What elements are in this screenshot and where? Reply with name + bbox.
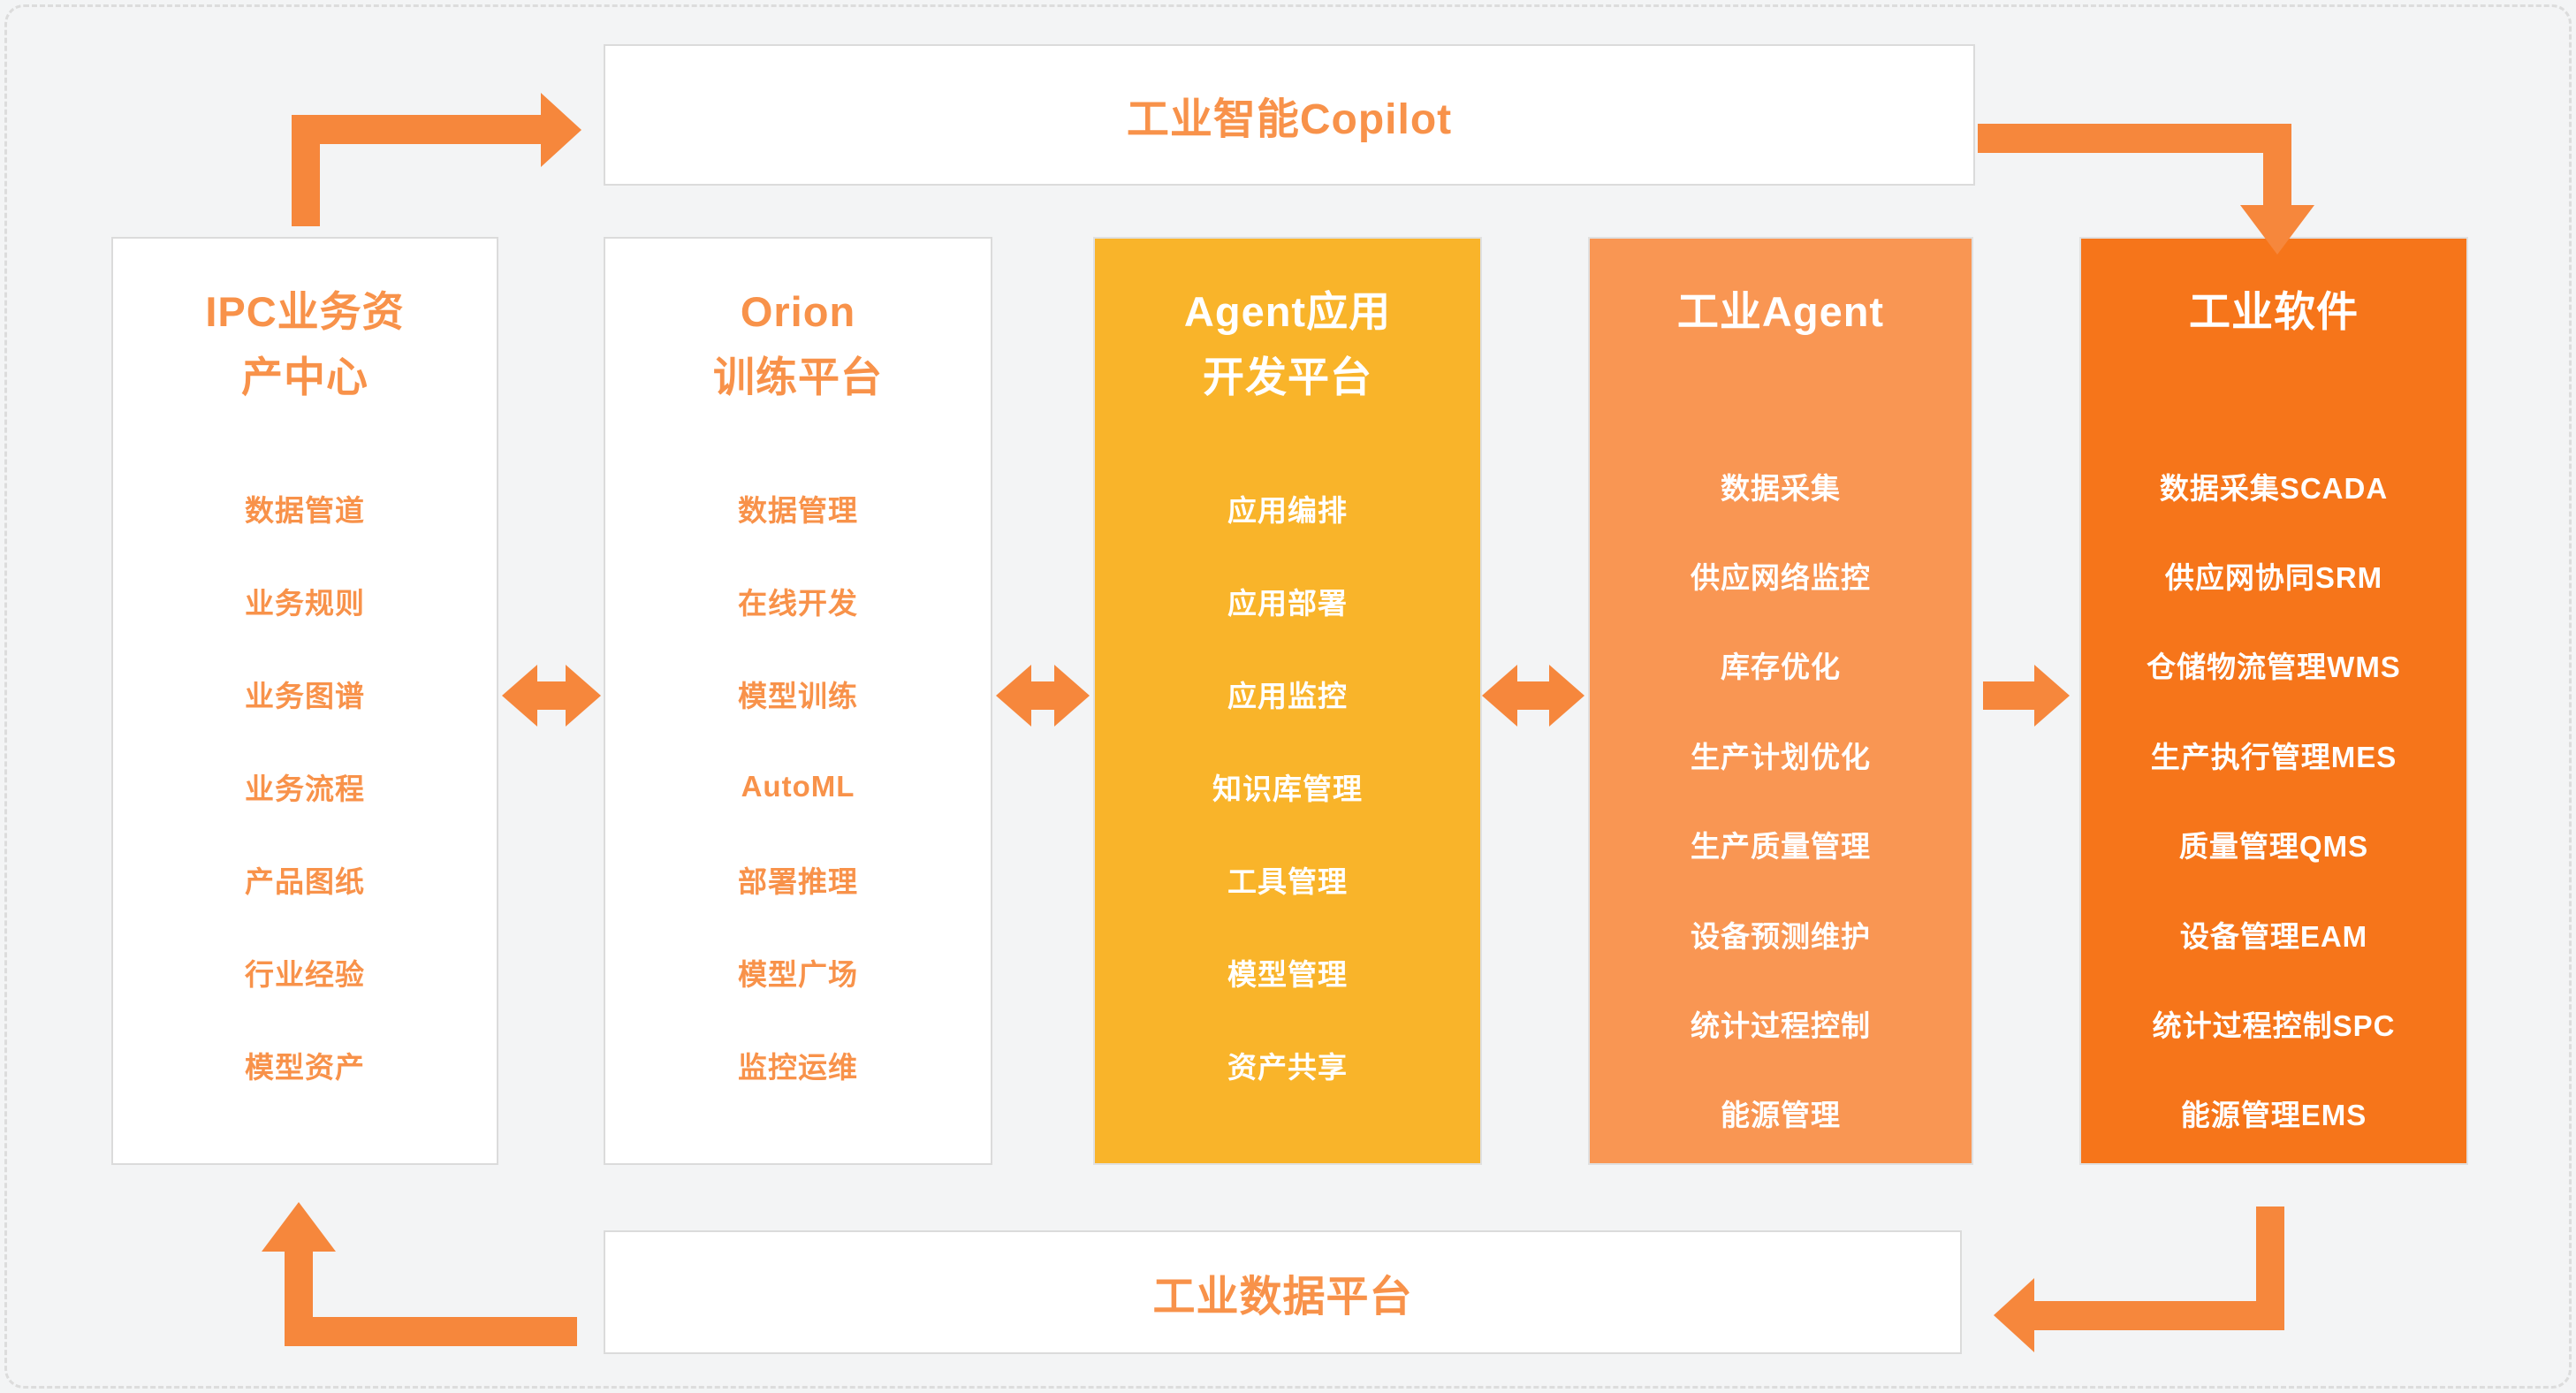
panel-ipc-asset-center: IPC业务资产中心数据管道业务规则业务图谱业务流程产品图纸行业经验模型资产 xyxy=(111,237,498,1165)
panel-items-agent-app-dev-platform: 应用编排应用部署应用监控知识库管理工具管理模型管理资产共享 xyxy=(1095,461,1480,1112)
panel-title-line: Orion xyxy=(740,288,856,335)
panel-item: 部署推理 xyxy=(738,865,858,899)
panel-items-ipc-asset-center: 数据管道业务规则业务图谱业务流程产品图纸行业经验模型资产 xyxy=(113,461,497,1112)
panel-item: 设备管理EAM xyxy=(2179,919,2368,953)
panel-item: 数据管理 xyxy=(738,493,858,527)
panel-item: 模型资产 xyxy=(245,1051,365,1085)
panel-item: 业务规则 xyxy=(245,586,365,620)
panel-item: 资产共享 xyxy=(1227,1051,1348,1085)
panel-item: 数据采集SCADA xyxy=(2159,471,2389,505)
panel-item: 质量管理QMS xyxy=(2178,830,2369,864)
data-platform-bar: 工业数据平台 xyxy=(604,1230,1962,1354)
panel-item: 应用监控 xyxy=(1227,679,1348,712)
panel-title-orion-training-platform: Orion 训练平台 xyxy=(605,239,991,410)
panel-item: 统计过程控制SPC xyxy=(2152,1009,2396,1042)
panel-item: 供应网络监控 xyxy=(1691,561,1871,595)
panel-item: 应用部署 xyxy=(1227,586,1348,620)
panel-item: 行业经验 xyxy=(245,958,365,992)
panel-item: AutoML xyxy=(741,769,855,803)
panel-item: 工具管理 xyxy=(1227,865,1348,899)
panel-item: 业务图谱 xyxy=(245,679,365,712)
panel-item: 供应网协同SRM xyxy=(2164,561,2383,595)
panel-title-line: Agent应用 xyxy=(1183,288,1392,335)
panel-item: 产品图纸 xyxy=(245,865,365,899)
panel-orion-training-platform: Orion 训练平台数据管理在线开发模型训练 AutoML 部署推理模型广场监控运维 xyxy=(604,237,992,1165)
panel-item: 仓储物流管理WMS xyxy=(2147,651,2401,684)
panel-item: 应用编排 xyxy=(1227,493,1348,527)
panel-agent-app-dev-platform: Agent应用开发平台应用编排应用部署应用监控知识库管理工具管理模型管理资产共享 xyxy=(1093,237,1482,1165)
copilot-bar: 工业智能Copilot xyxy=(604,44,1975,186)
panel-items-industrial-agent: 数据采集供应网络监控库存优化生产计划优化生产质量管理设备预测维护统计过程控制能源… xyxy=(1590,441,1972,1158)
panel-title-line: 工业软件 xyxy=(2189,288,2359,335)
panel-item: 能源管理 xyxy=(1721,1099,1841,1132)
arrow-agentdev-industrialagent-bidirectional-icon xyxy=(1482,665,1584,727)
panel-title-line: IPC业务资 xyxy=(205,288,405,335)
arrow-ipc-orion-bidirectional-icon xyxy=(502,665,601,727)
panel-title-industrial-software: 工业软件 xyxy=(2081,239,2466,345)
panel-item: 能源管理EMS xyxy=(2180,1099,2367,1132)
data-platform-bar-label: 工业数据平台 xyxy=(1152,1274,1413,1321)
panel-title-ipc-asset-center: IPC业务资产中心 xyxy=(113,239,497,410)
panel-industrial-software: 工业软件数据采集SCADA 供应网协同SRM 仓储物流管理WMS 生产执行管理MES 质… xyxy=(2079,237,2468,1165)
panel-item: 知识库管理 xyxy=(1212,772,1363,805)
panel-item: 生产计划优化 xyxy=(1691,740,1871,773)
panel-item: 统计过程控制 xyxy=(1691,1009,1871,1042)
panel-items-industrial-software: 数据采集SCADA 供应网协同SRM 仓储物流管理WMS 生产执行管理MES 质量管理Q… xyxy=(2081,441,2466,1158)
panel-item: 模型训练 xyxy=(738,679,858,712)
panel-item: 设备预测维护 xyxy=(1691,919,1871,953)
panel-items-orion-training-platform: 数据管理在线开发模型训练 AutoML 部署推理模型广场监控运维 xyxy=(605,461,991,1112)
panel-item: 数据采集 xyxy=(1721,471,1841,505)
panel-item: 生产质量管理 xyxy=(1691,830,1871,864)
arrow-orion-agentdev-bidirectional-icon xyxy=(996,665,1090,727)
copilot-bar-label: 工业智能Copilot xyxy=(1126,96,1453,143)
panel-item: 模型管理 xyxy=(1227,958,1348,992)
arrow-industrialagent-to-software-icon xyxy=(1983,665,2070,727)
panel-item: 库存优化 xyxy=(1721,651,1841,684)
panel-industrial-agent: 工业Agent 数据采集供应网络监控库存优化生产计划优化生产质量管理设备预测维护统… xyxy=(1588,237,1973,1165)
panel-title-line: 训练平台 xyxy=(713,354,883,400)
panel-title-industrial-agent: 工业Agent xyxy=(1590,239,1972,345)
panel-title-agent-app-dev-platform: Agent应用开发平台 xyxy=(1095,239,1480,410)
panel-item: 生产执行管理MES xyxy=(2150,740,2397,773)
panel-item: 在线开发 xyxy=(738,586,858,620)
panel-title-line: 开发平台 xyxy=(1203,354,1372,400)
panel-title-line: 工业Agent xyxy=(1676,288,1885,335)
panel-title-line: 产中心 xyxy=(241,354,369,400)
panel-item: 业务流程 xyxy=(245,772,365,805)
panel-item: 数据管道 xyxy=(245,493,365,527)
panel-item: 模型广场 xyxy=(738,958,858,992)
panel-item: 监控运维 xyxy=(738,1051,858,1085)
